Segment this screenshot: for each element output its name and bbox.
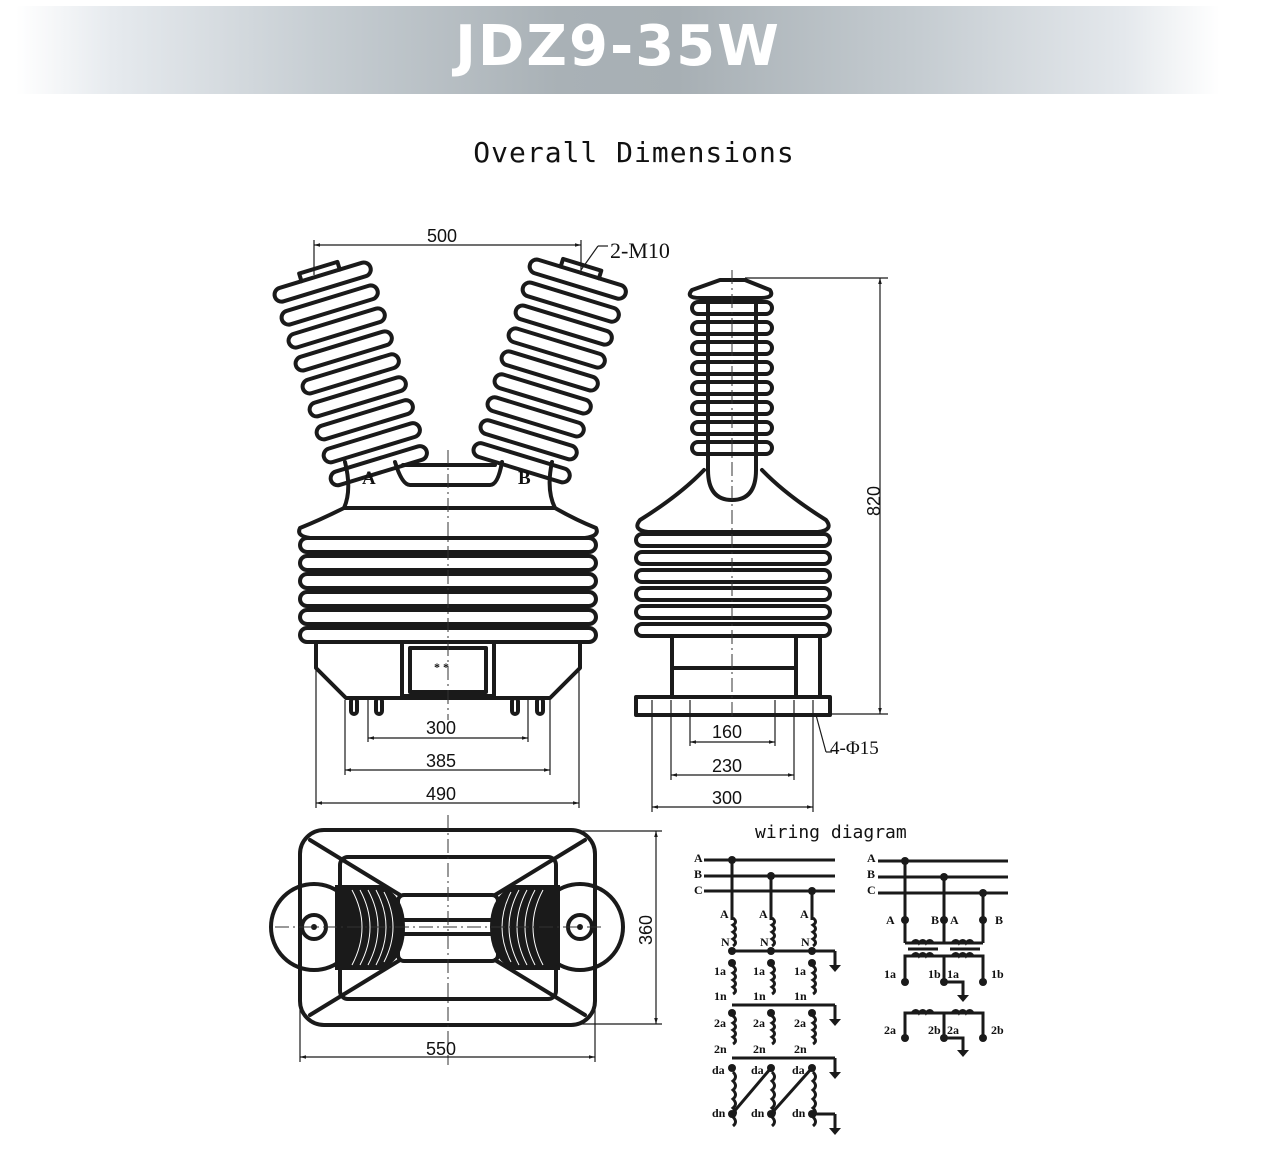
dim-490: 490 [426, 784, 456, 804]
section-subtitle: Overall Dimensions [473, 136, 795, 169]
top-view: 550 360 [269, 815, 662, 1065]
dim-550: 550 [426, 1039, 456, 1059]
terminal-b-label: B [518, 468, 531, 489]
wiring-diagram-left: A B C A A A N N N [694, 851, 841, 1135]
svg-text:2a: 2a [714, 1016, 726, 1030]
svg-text:da: da [712, 1063, 725, 1077]
title-banner: JDZ9-35W [16, 6, 1220, 94]
svg-text:2n: 2n [714, 1042, 727, 1056]
svg-text:1b: 1b [928, 967, 941, 981]
left-bushing [272, 259, 429, 488]
svg-text:B: B [931, 913, 939, 927]
svg-text:2b: 2b [991, 1023, 1004, 1037]
svg-text:N: N [760, 935, 769, 949]
wiring-diagram-title: wiring diagram [755, 822, 907, 843]
front-view: A B * * 500 2-M10 300 [272, 226, 670, 808]
dim-360: 360 [636, 915, 656, 945]
svg-text:1n: 1n [794, 989, 807, 1003]
svg-text:A: A [759, 907, 768, 921]
svg-text:B: B [867, 867, 875, 881]
dim-300-side: 300 [712, 788, 742, 808]
dim-820: 820 [864, 486, 884, 516]
thread-label: 2-M10 [610, 238, 670, 263]
hole-label: 4-Φ15 [830, 738, 879, 759]
wiring-diagram-right: A B C A B A B 1a 1b 1a 1b [867, 851, 1008, 1057]
svg-text:dn: dn [751, 1106, 765, 1120]
svg-text:1n: 1n [753, 989, 766, 1003]
svg-text:2n: 2n [753, 1042, 766, 1056]
svg-text:2a: 2a [753, 1016, 765, 1030]
svg-text:1a: 1a [794, 964, 806, 978]
dim-300-front: 300 [426, 718, 456, 738]
dim-160: 160 [712, 722, 742, 742]
svg-text:da: da [751, 1063, 764, 1077]
dim-385: 385 [426, 751, 456, 771]
svg-text:A: A [950, 913, 959, 927]
svg-text:N: N [721, 935, 730, 949]
product-model-title: JDZ9-35W [455, 14, 781, 79]
svg-text:C: C [867, 883, 876, 897]
svg-text:1b: 1b [991, 967, 1004, 981]
svg-text:A: A [867, 851, 876, 865]
svg-text:1n: 1n [714, 989, 727, 1003]
dim-230: 230 [712, 756, 742, 776]
svg-text:1a: 1a [947, 967, 959, 981]
svg-text:A: A [886, 913, 895, 927]
svg-text:2b: 2b [928, 1023, 941, 1037]
side-view: 820 160 230 300 4-Φ15 [634, 270, 888, 812]
svg-text:dn: dn [712, 1106, 726, 1120]
dim-500: 500 [427, 226, 457, 246]
phase-c-label: C [694, 883, 703, 897]
right-bushing [471, 256, 628, 485]
svg-text:2a: 2a [884, 1023, 896, 1037]
svg-text:N: N [801, 935, 810, 949]
svg-text:2a: 2a [794, 1016, 806, 1030]
terminal-a-label: A [362, 468, 376, 489]
phase-a-label: A [694, 851, 703, 865]
svg-text:dn: dn [792, 1106, 806, 1120]
svg-text:2a: 2a [947, 1023, 959, 1037]
svg-text:da: da [792, 1063, 805, 1077]
svg-text:A: A [800, 907, 809, 921]
svg-text:2n: 2n [794, 1042, 807, 1056]
svg-text:1a: 1a [753, 964, 765, 978]
svg-text:* *: * * [434, 660, 449, 674]
svg-text:B: B [995, 913, 1003, 927]
svg-text:1a: 1a [884, 967, 896, 981]
svg-text:A: A [720, 907, 729, 921]
phase-b-label: B [694, 867, 702, 881]
svg-text:1a: 1a [714, 964, 726, 978]
